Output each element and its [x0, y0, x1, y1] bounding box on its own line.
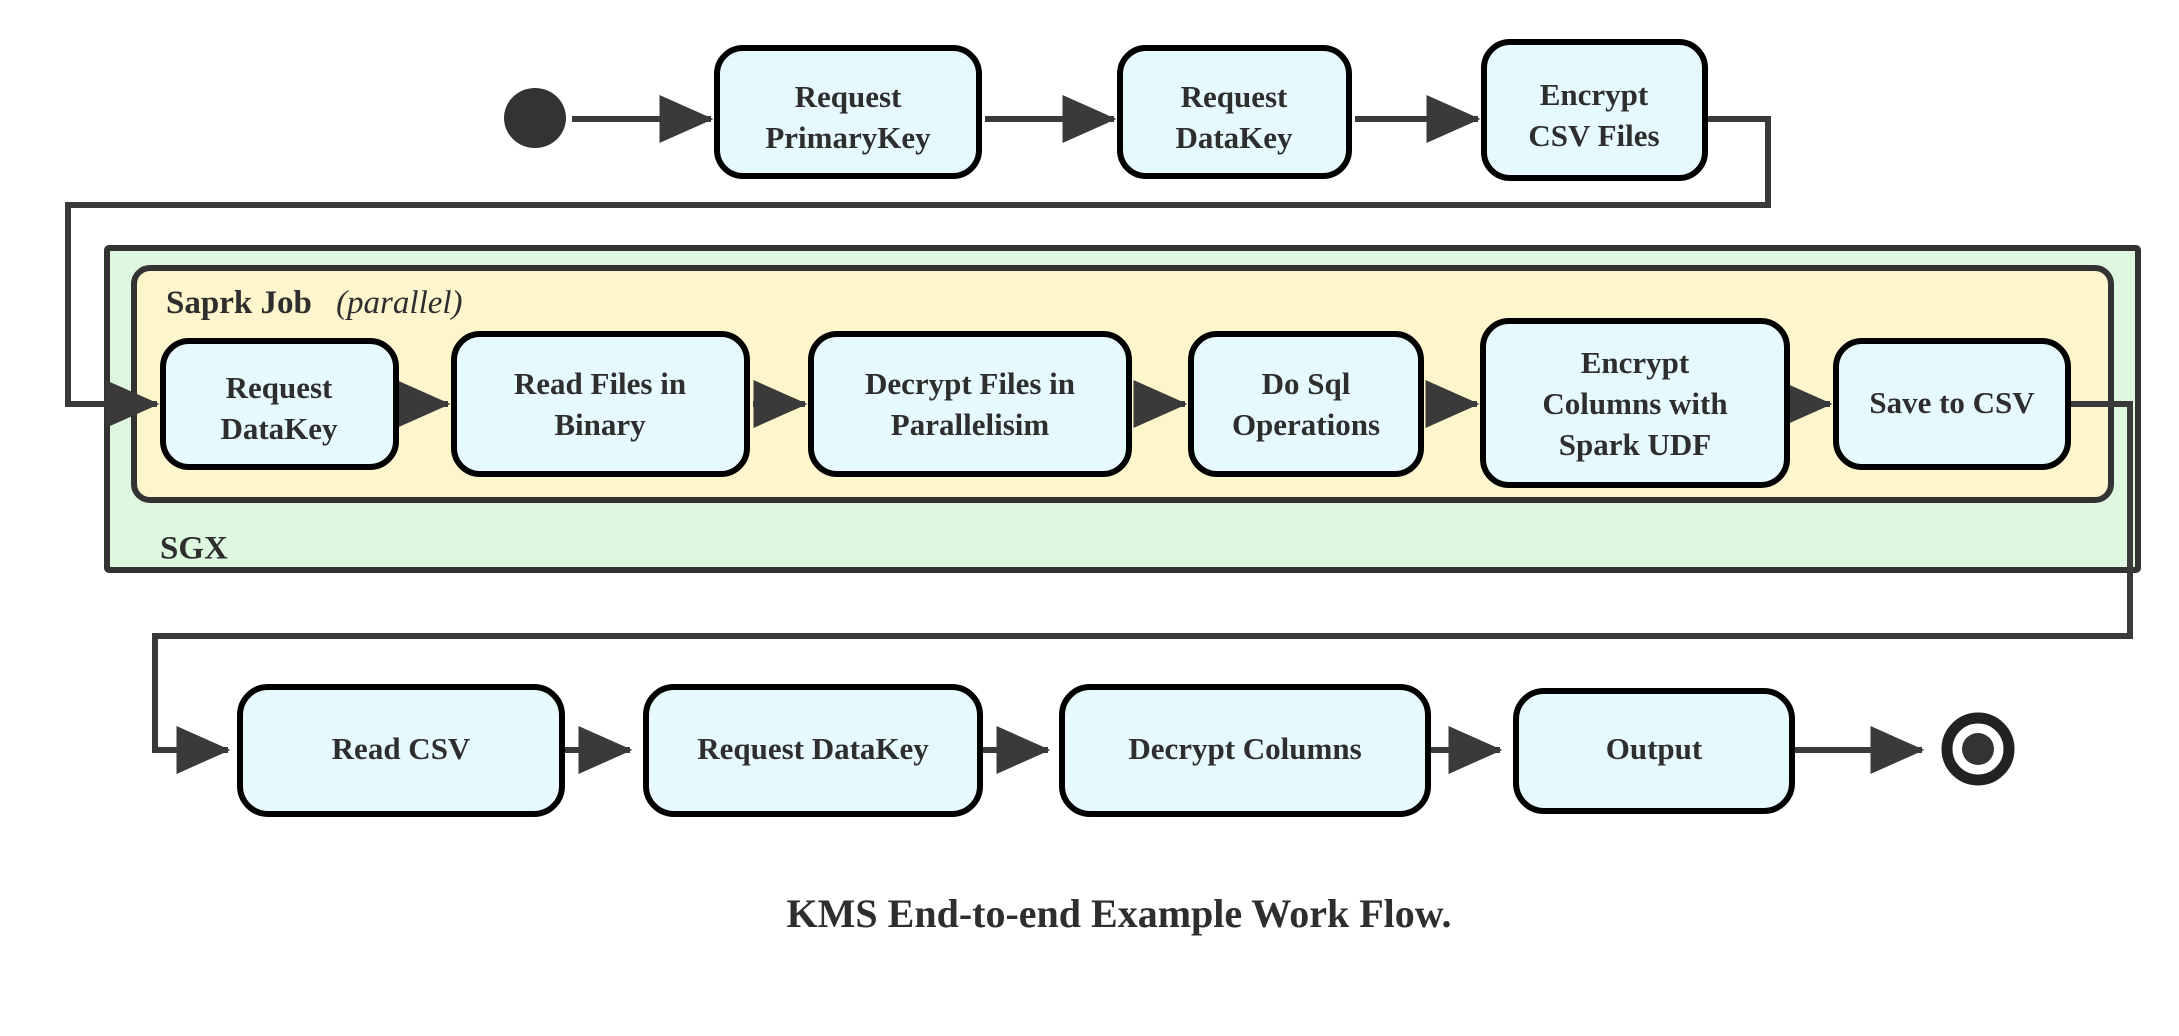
node-request-datakey-top[interactable]: Request DataKey [1117, 45, 1352, 179]
node-do-sql-operations-line-1: Do Sql [1262, 366, 1351, 401]
node-read-csv-rect[interactable] [237, 684, 565, 817]
end-node-dot [1962, 733, 1994, 765]
node-request-datakey-bottom-rect[interactable] [643, 684, 983, 817]
edge-save-to-csv-to-read-csv [152, 401, 2133, 774]
node-output-rect[interactable] [1513, 688, 1795, 814]
node-decrypt-files-in-parallelisim[interactable]: Decrypt Files in Parallelisim [808, 331, 1132, 477]
node-encrypt-csv-files-line-1: Encrypt [1540, 77, 1649, 112]
node-request-primarykey[interactable]: Request PrimaryKey [714, 45, 982, 179]
node-output-line-1: Output [1606, 731, 1703, 766]
node-read-csv[interactable]: Read CSV [237, 684, 565, 817]
node-encrypt-csv-files-rect[interactable] [1481, 39, 1708, 181]
node-read-files-in-binary-line-1: Read Files in [514, 366, 686, 401]
node-request-datakey-top-rect[interactable] [1117, 45, 1352, 179]
node-encrypt-columns-line-1: Encrypt [1581, 345, 1690, 380]
node-decrypt-files-line-2: Parallelisim [891, 407, 1050, 442]
node-request-datakey-spark[interactable]: Request DataKey [160, 338, 399, 470]
spark-job-label-italic: (parallel) [336, 285, 462, 321]
node-encrypt-columns-with-spark-udf[interactable]: Encrypt Columns with Spark UDF [1480, 318, 1790, 488]
node-save-to-csv[interactable]: Save to CSV [1833, 338, 2071, 470]
spark-job-label-bold: Saprk Job [166, 285, 312, 321]
node-encrypt-csv-files[interactable]: Encrypt CSV Files [1481, 39, 1708, 181]
node-output[interactable]: Output [1513, 688, 1795, 814]
edge-encrypt-csv-files-to-request-datakey-spark [65, 116, 1771, 428]
end-node-ring [1941, 712, 2015, 786]
node-decrypt-files-line-1: Decrypt Files in [865, 366, 1075, 401]
node-request-datakey-top-line-1: Request [1181, 79, 1288, 114]
node-encrypt-columns-line-2: Columns with [1542, 386, 1727, 421]
node-do-sql-operations-rect[interactable] [1188, 331, 1424, 477]
node-read-files-in-binary[interactable]: Read Files in Binary [451, 331, 750, 477]
node-do-sql-operations-line-2: Operations [1232, 407, 1380, 442]
node-decrypt-columns-line-1: Decrypt Columns [1128, 731, 1361, 766]
node-request-datakey-spark-rect[interactable] [160, 338, 399, 470]
node-read-files-in-binary-rect[interactable] [451, 331, 750, 477]
start-node [504, 88, 566, 148]
node-decrypt-columns-rect[interactable] [1059, 684, 1431, 817]
end-node [1941, 712, 2015, 786]
node-request-primarykey-rect[interactable] [714, 45, 982, 179]
node-request-datakey-bottom[interactable]: Request DataKey [643, 684, 983, 817]
node-read-csv-line-1: Read CSV [332, 731, 471, 766]
node-request-primarykey-line-2: PrimaryKey [765, 120, 931, 155]
node-encrypt-columns-rect[interactable] [1480, 318, 1790, 488]
node-save-to-csv-line-1: Save to CSV [1869, 385, 2035, 420]
node-read-files-in-binary-line-2: Binary [554, 407, 646, 442]
spark-job-container-label: Saprk Job (parallel) [166, 285, 463, 321]
node-decrypt-columns[interactable]: Decrypt Columns [1059, 684, 1431, 817]
node-request-datakey-bottom-line-1: Request DataKey [697, 731, 929, 766]
node-decrypt-files-in-parallelisim-rect[interactable] [808, 331, 1132, 477]
node-save-to-csv-rect[interactable] [1833, 338, 2071, 470]
node-encrypt-columns-line-3: Spark UDF [1559, 427, 1711, 462]
node-request-datakey-top-line-2: DataKey [1175, 120, 1293, 155]
node-request-datakey-spark-line-1: Request [226, 370, 333, 405]
node-encrypt-csv-files-line-2: CSV Files [1528, 118, 1659, 153]
node-request-datakey-spark-line-2: DataKey [220, 411, 338, 446]
node-do-sql-operations[interactable]: Do Sql Operations [1188, 331, 1424, 477]
figure-caption: KMS End-to-end Example Work Flow. [787, 891, 1452, 936]
sgx-container-label: SGX [160, 531, 228, 567]
node-request-primarykey-line-1: Request [795, 79, 902, 114]
